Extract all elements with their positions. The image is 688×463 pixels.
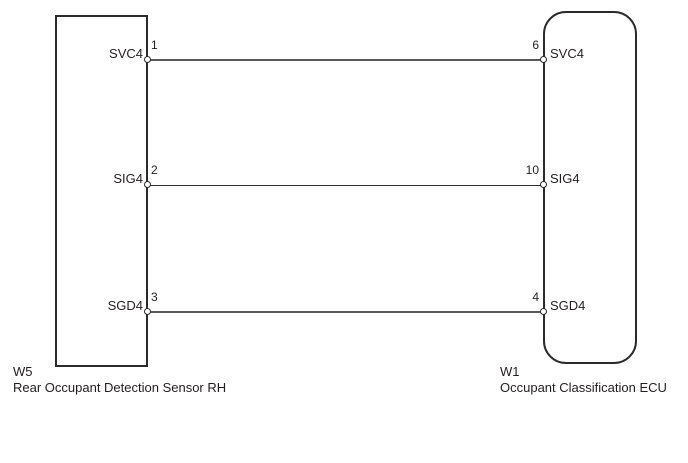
pin-number-w5-1: 1	[151, 38, 158, 52]
pin-terminal-w1-10	[540, 181, 547, 188]
pin-label-w5-sgd4: SGD4	[107, 298, 143, 313]
connector-caption-w5: W5 Rear Occupant Detection Sensor RH	[13, 364, 226, 395]
connector-name-w5: Rear Occupant Detection Sensor RH	[13, 379, 227, 395]
connector-box-w5	[55, 15, 148, 367]
pin-terminal-w1-4	[540, 308, 547, 315]
connector-caption-w1: W1 Occupant Classification ECU	[500, 364, 667, 395]
connector-code-w5: W5	[13, 364, 33, 379]
pin-terminal-w1-6	[540, 56, 547, 63]
pin-label-w1-svc4: SVC4	[550, 46, 584, 61]
pin-terminal-w5-1	[144, 56, 151, 63]
pin-label-w1-sig4: SIG4	[550, 171, 580, 186]
pin-number-w1-6: 6	[532, 38, 539, 52]
pin-number-w5-2: 2	[151, 163, 158, 177]
pin-label-w1-sgd4: SGD4	[550, 298, 586, 313]
pin-number-w5-3: 3	[151, 290, 158, 304]
pin-terminal-w5-3	[144, 308, 151, 315]
wire-sig4	[148, 185, 543, 186]
pin-terminal-w5-2	[144, 181, 151, 188]
pin-label-w5-sig4: SIG4	[113, 171, 143, 186]
wire-sgd4	[148, 311, 543, 313]
connector-code-w1: W1	[500, 364, 520, 379]
pin-number-w1-4: 4	[532, 290, 539, 304]
pin-number-w1-10: 10	[525, 163, 539, 177]
wire-svc4	[148, 59, 543, 61]
pin-label-w5-svc4: SVC4	[109, 46, 143, 61]
connector-name-w1: Occupant Classification ECU	[500, 379, 667, 395]
